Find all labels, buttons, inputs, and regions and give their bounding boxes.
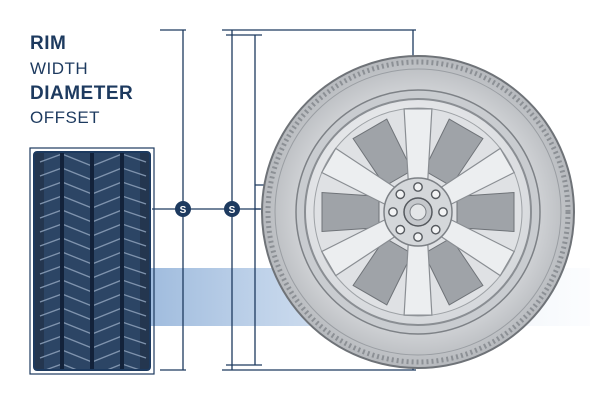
label-width: WIDTH — [30, 59, 89, 78]
tread-front-view — [34, 152, 150, 370]
marker-right-text: S — [229, 205, 236, 216]
label-diameter: DIAMETER — [30, 83, 134, 104]
marker-right: S — [224, 201, 240, 217]
tire-side-view — [261, 55, 575, 369]
label-rim: RIM — [30, 33, 67, 54]
marker-left: S — [175, 201, 191, 217]
marker-left-text: S — [180, 205, 187, 216]
label-offset: OFFSET — [30, 108, 101, 127]
